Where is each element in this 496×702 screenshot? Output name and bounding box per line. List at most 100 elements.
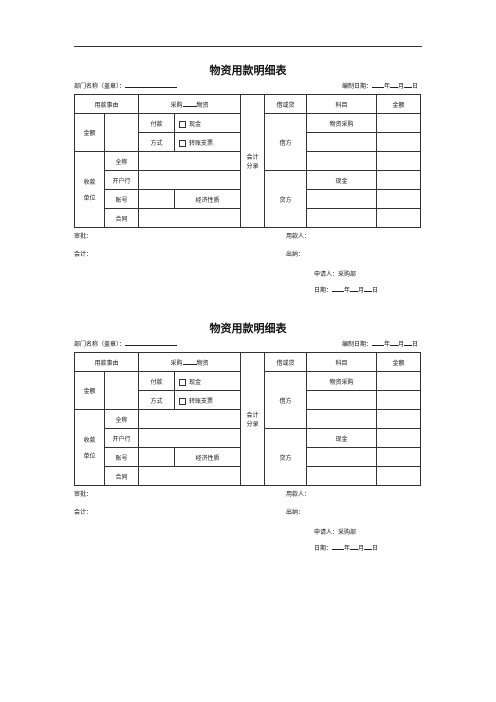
bank-label: 开户行 xyxy=(103,428,140,448)
cash-label: 现金 xyxy=(189,378,202,386)
debit-subject-2[interactable] xyxy=(306,390,378,410)
bank-value[interactable] xyxy=(138,428,242,448)
cash-option[interactable]: 现金 xyxy=(174,371,242,391)
year-blank[interactable] xyxy=(371,80,384,88)
credit-amount-2[interactable] xyxy=(376,447,422,467)
account-value[interactable] xyxy=(138,447,176,467)
form-table: 用款事由 采购物资 会计分录 借或贷 科目 金额 金额 付款 现金 借方 物资采… xyxy=(73,352,422,486)
amount-header: 金额 xyxy=(376,352,422,372)
debit-amount-2[interactable] xyxy=(376,390,422,410)
debit-amount-3[interactable] xyxy=(376,151,422,171)
payee-2: 单位 xyxy=(83,453,96,460)
date-field: 编制日期：年月日 xyxy=(342,338,418,352)
amount-value[interactable] xyxy=(103,371,140,410)
sign-day-blank[interactable] xyxy=(364,284,373,292)
year-blank[interactable] xyxy=(371,338,384,346)
purpose-label: 用款事由 xyxy=(73,94,140,114)
cash-checkbox[interactable] xyxy=(179,378,187,386)
fullname-value[interactable] xyxy=(138,409,242,429)
debit-subject-1[interactable]: 物资采购 xyxy=(306,371,378,391)
subject-header: 科目 xyxy=(306,94,378,114)
credit-subject-3[interactable] xyxy=(306,208,378,228)
month-blank[interactable] xyxy=(389,338,398,346)
date-label: 编制日期： xyxy=(341,341,372,348)
purpose-cell[interactable]: 采购 物资 xyxy=(138,352,242,372)
user-label: 用款人： xyxy=(286,233,311,240)
year-label: 年 xyxy=(383,341,390,348)
credit-amount-1[interactable] xyxy=(376,170,422,190)
sign-day-blank[interactable] xyxy=(364,542,373,550)
day-blank[interactable] xyxy=(403,80,412,88)
contract-value[interactable] xyxy=(138,208,242,228)
accounting-2: 分录 xyxy=(246,421,259,428)
dept-blank[interactable] xyxy=(125,338,178,346)
sign-year-blank[interactable] xyxy=(332,542,345,550)
purpose-cell[interactable]: 采购物资 xyxy=(138,94,242,114)
credit-subject-2[interactable] xyxy=(306,447,378,467)
cashier-label: 出纳： xyxy=(286,251,305,258)
amount-label: 金额 xyxy=(74,113,105,152)
debit-amount-2[interactable] xyxy=(376,132,422,152)
approve-label: 审批： xyxy=(74,233,93,240)
sign-month-blank[interactable] xyxy=(350,284,359,292)
dept-field: 部门名称（盖章）： xyxy=(74,338,178,352)
purpose-prefix: 采购 xyxy=(170,360,183,367)
transfer-option[interactable]: 转账支票 xyxy=(174,390,242,410)
debit-amount-3[interactable] xyxy=(376,409,422,429)
applicant: 申请人：采购部 xyxy=(314,529,357,536)
sign-year-blank[interactable] xyxy=(332,284,345,292)
accountant-label: 会计： xyxy=(74,509,93,516)
transfer-option[interactable]: 转账支票 xyxy=(174,132,242,152)
credit-amount-1[interactable] xyxy=(376,428,422,448)
payee-1: 收款 xyxy=(83,179,96,186)
accounting-1: 会计 xyxy=(246,412,259,419)
debit-subject-1[interactable]: 物资采购 xyxy=(306,113,378,133)
contract-value[interactable] xyxy=(138,466,242,486)
credit-subject-2[interactable] xyxy=(306,189,378,209)
form-meta: 部门名称（盖章）： 编制日期：年月日 xyxy=(74,338,422,352)
day-label: 日 xyxy=(411,83,418,90)
payee-2: 单位 xyxy=(83,195,96,202)
account-label: 账号 xyxy=(103,447,140,467)
month-blank[interactable] xyxy=(389,80,398,88)
dept-blank[interactable] xyxy=(125,80,178,88)
transfer-label: 转账支票 xyxy=(189,397,214,405)
credit-subject-1[interactable]: 现金 xyxy=(306,170,378,190)
accounting-entry-label: 会计分录 xyxy=(240,94,266,228)
credit-amount-3[interactable] xyxy=(376,208,422,228)
debit-subject-2[interactable] xyxy=(306,132,378,152)
purpose-suffix: 物资 xyxy=(196,360,209,367)
dc-header: 借或贷 xyxy=(264,352,308,372)
cash-checkbox[interactable] xyxy=(179,120,187,128)
sign-month-blank[interactable] xyxy=(350,542,359,550)
debit-amount-1[interactable] xyxy=(376,113,422,133)
sign-row-2: 会计： 出纳： xyxy=(74,506,422,520)
dept-field: 部门名称（盖章）： xyxy=(74,80,178,94)
credit-subject-1[interactable]: 现金 xyxy=(306,428,378,448)
purpose-blank[interactable] xyxy=(182,99,197,107)
debit-subject-3[interactable] xyxy=(306,409,378,429)
fullname-value[interactable] xyxy=(138,151,242,171)
sign-day: 日 xyxy=(372,287,379,294)
accounting-entry-label: 会计分录 xyxy=(240,352,266,486)
credit-subject-3[interactable] xyxy=(306,466,378,486)
credit-amount-2[interactable] xyxy=(376,189,422,209)
applicant-row: 申请人：采购部 xyxy=(74,268,422,282)
day-blank[interactable] xyxy=(403,338,412,346)
account-value[interactable] xyxy=(138,189,176,209)
debit-subject-3[interactable] xyxy=(306,151,378,171)
credit-amount-3[interactable] xyxy=(376,466,422,486)
transfer-checkbox[interactable] xyxy=(179,139,187,147)
form-table: 用款事由 采购物资 会计分录 借或贷 科目 金额 金额 付款 现金 借方 物资采… xyxy=(73,94,422,228)
cash-option[interactable]: 现金 xyxy=(174,113,242,133)
transfer-checkbox[interactable] xyxy=(179,397,187,405)
contract-label: 合同 xyxy=(103,208,140,228)
debit-amount-1[interactable] xyxy=(376,371,422,391)
bank-label: 开户行 xyxy=(103,170,140,190)
amount-value[interactable] xyxy=(103,113,140,152)
bank-value[interactable] xyxy=(138,170,242,190)
sign-row-2: 会计： 出纳： xyxy=(74,248,422,262)
month-label: 月 xyxy=(397,341,404,348)
purpose-blank[interactable] xyxy=(182,357,197,365)
account-label: 账号 xyxy=(103,189,140,209)
